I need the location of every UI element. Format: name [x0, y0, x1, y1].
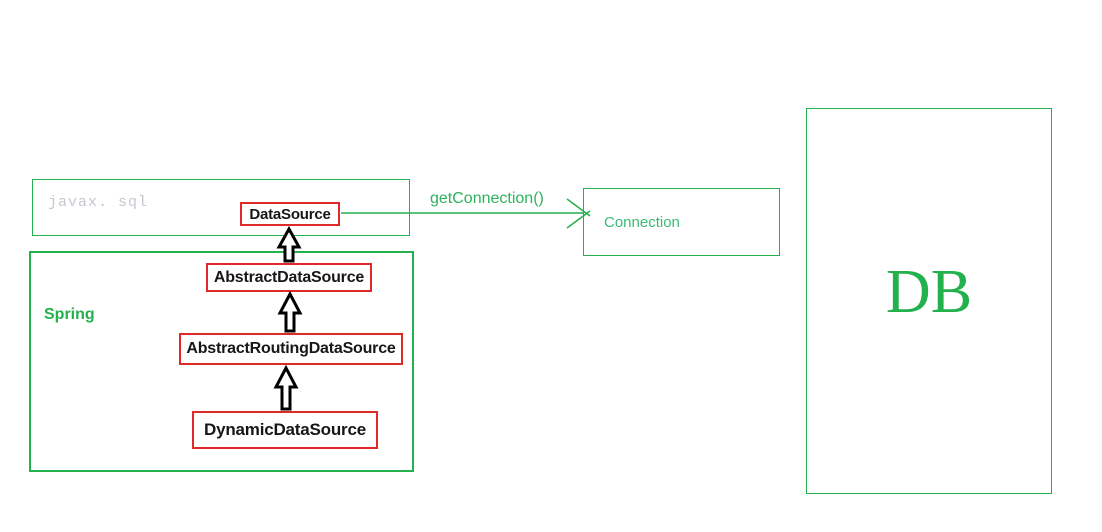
package-box-javax-sql [32, 179, 410, 236]
class-label-abstractdatasource: AbstractDataSource [213, 268, 365, 286]
class-box-datasource: DataSource [240, 202, 340, 226]
package-box-spring [29, 251, 414, 472]
db-box: DB [806, 108, 1052, 494]
class-label-dynamicdatasource: DynamicDataSource [204, 420, 366, 439]
class-label-datasource: DataSource [249, 205, 331, 223]
class-box-abstractroutingdatasource: AbstractRoutingDataSource [179, 333, 403, 365]
db-label: DB [885, 258, 973, 326]
class-label-abstractroutingdatasource: AbstractRoutingDataSource [186, 340, 396, 357]
class-box-dynamicdatasource: DynamicDataSource [192, 411, 378, 449]
connection-box: Connection [583, 188, 780, 256]
connection-label: Connection [604, 213, 680, 231]
class-box-abstractdatasource: AbstractDataSource [206, 263, 372, 292]
package-label-spring: Spring [44, 306, 95, 323]
getconnection-edge-label: getConnection() [430, 190, 544, 207]
package-label-javax-sql: javax. sql [48, 194, 149, 211]
